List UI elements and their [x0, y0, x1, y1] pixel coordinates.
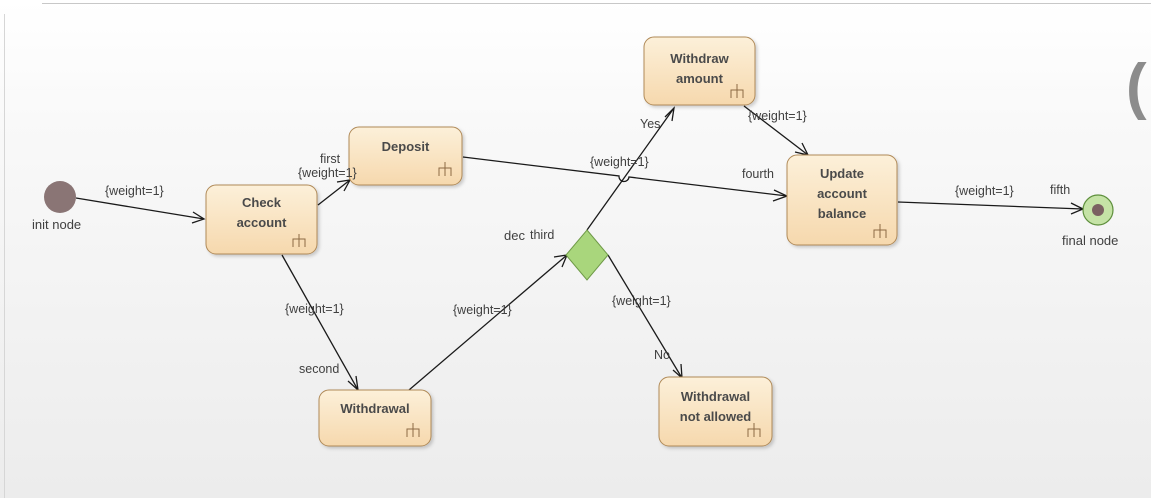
guard-no-label: No	[654, 348, 670, 362]
edge-update-to-final[interactable]	[897, 201, 1085, 215]
rake-icon	[873, 224, 887, 238]
action-update-balance[interactable]	[786, 154, 898, 246]
init-node[interactable]	[44, 181, 76, 213]
edge-init-to-check[interactable]	[75, 197, 206, 224]
edge-weight-label: {weight=1}	[453, 303, 512, 317]
withdraw-amount-label: Withdraw amount	[670, 51, 729, 86]
update-balance-label: Update account balance	[817, 166, 867, 221]
edge-name-label: third	[530, 228, 555, 242]
edge-weight-label: {weight=1}	[612, 294, 671, 308]
action-withdrawal[interactable]	[318, 389, 432, 447]
left-divider	[4, 14, 5, 498]
action-deposit[interactable]	[348, 126, 463, 186]
edge-weight-label: {weight=1}	[105, 184, 164, 198]
background-glyph: (	[1126, 52, 1147, 121]
check-account-label: Check account	[236, 195, 287, 230]
withdrawal-not-allowed-label: Withdrawal not allowed	[679, 389, 752, 424]
edge-check-to-deposit[interactable]	[317, 179, 352, 206]
action-check-account[interactable]	[205, 184, 318, 255]
edge-name-label: first	[320, 152, 341, 166]
rake-icon	[292, 234, 306, 247]
edge-decision-to-withdraw[interactable]	[586, 106, 675, 231]
action-withdrawal-not-allowed[interactable]	[658, 376, 773, 447]
final-node[interactable]	[1082, 194, 1114, 226]
edge-name-label: fourth	[742, 167, 774, 181]
rake-icon	[438, 162, 452, 176]
edge-decision-to-notallowed[interactable]	[607, 254, 683, 380]
edge-weight-label: {weight=1}	[285, 302, 344, 316]
rake-icon	[730, 84, 744, 98]
deposit-label: Deposit	[381, 139, 430, 154]
withdrawal-label: Withdrawal	[340, 401, 410, 416]
edge-weight-label: {weight=1}	[298, 166, 357, 180]
top-divider	[42, 3, 1151, 4]
edge-name-label: fifth	[1050, 183, 1071, 197]
rake-icon	[406, 423, 420, 437]
edge-weight-label: {weight=1}	[955, 184, 1014, 198]
edge-withdrawal-to-decision[interactable]	[408, 254, 569, 391]
edge-weight-label: {weight=1}	[590, 155, 649, 169]
final-node-label: final node	[1062, 233, 1119, 248]
decision-label: dec	[504, 228, 525, 243]
init-node-label: init node	[32, 217, 82, 232]
edge-name-label: second	[299, 362, 340, 376]
decision-node[interactable]	[565, 229, 609, 281]
edge-weight-label: {weight=1}	[748, 109, 807, 123]
guard-yes-label: Yes	[640, 117, 661, 131]
action-withdraw-amount[interactable]	[643, 36, 756, 106]
rake-icon	[747, 423, 761, 437]
